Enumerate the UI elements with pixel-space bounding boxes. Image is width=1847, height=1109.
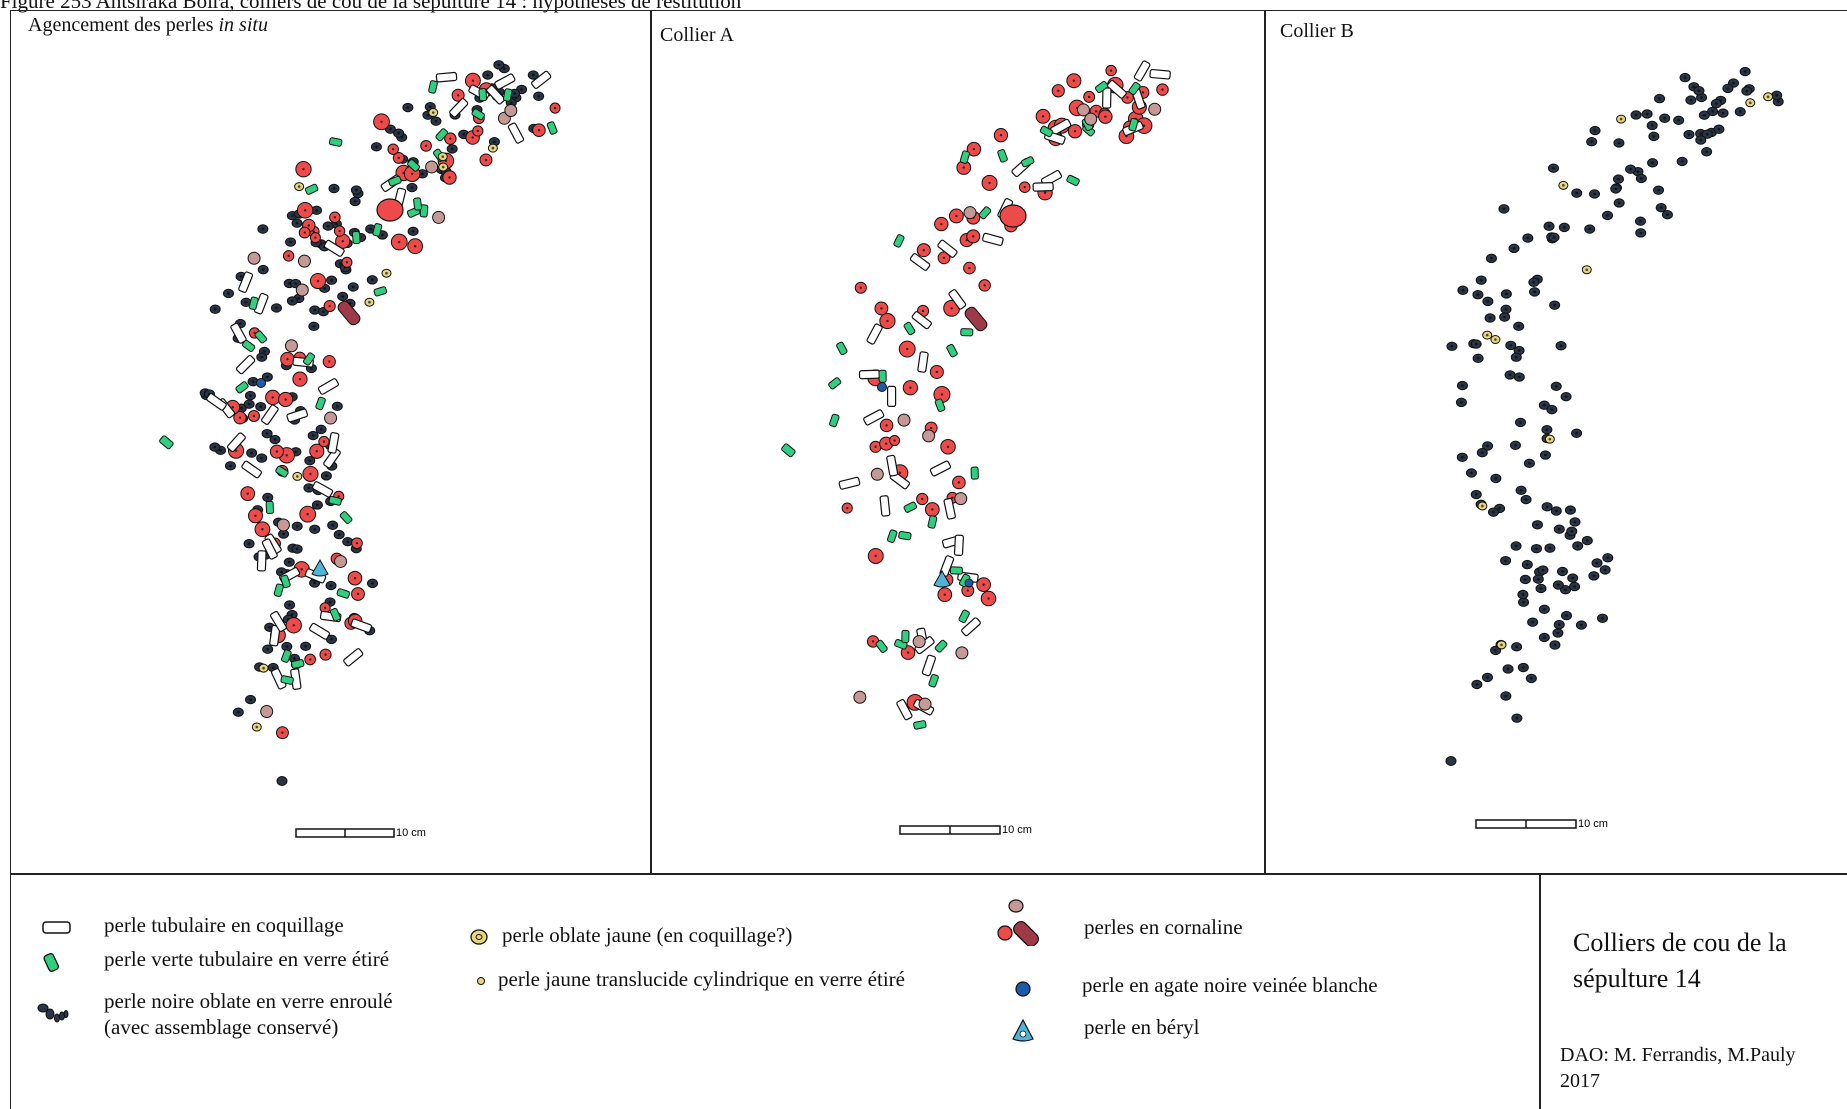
divider-legend-title [1539, 873, 1541, 1109]
panel-in-situ-beads [159, 60, 561, 786]
green-tube-icon [43, 952, 59, 972]
legend-beryl-label: perle en béryl [1084, 1015, 1200, 1039]
svg-text:10 cm: 10 cm [1578, 818, 1608, 830]
figure-caption: Figure 253 Antsiraka Boira, colliers de … [0, 0, 742, 13]
divider-panel-2-3 [1264, 10, 1266, 874]
panel-collier-b-beads [1445, 66, 1784, 766]
scale-bar-3: 10 cm [1475, 818, 1608, 830]
legend-yellow-small-label: perle jaune translucide cylindrique en v… [498, 967, 905, 991]
scale-bar-1: 10 cm [295, 827, 426, 839]
panel-title-collier-a: Collier A [660, 24, 734, 46]
svg-text:10 cm: 10 cm [396, 827, 426, 839]
panel-title-in-situ: Agencement des perles in situ [28, 14, 268, 36]
figure-plate [10, 10, 1847, 1109]
legend-yellow-oblate-label: perle oblate jaune (en coquillage?) [502, 923, 793, 947]
black-oblate-icon [37, 1003, 69, 1023]
yellow-oblate-icon [470, 929, 488, 945]
divider-legend [10, 873, 1847, 875]
scale-bar-2: 10 cm [899, 824, 1032, 836]
yellow-small-icon [477, 977, 485, 985]
panel-collier-a-beads [781, 60, 1171, 730]
legend-green-tube-label: perle verte tubulaire en verre étiré [104, 947, 390, 971]
bead-map: 10 cm 10 cm 10 cm [159, 60, 1784, 839]
legend-cornelian-label: perles en cornaline [1084, 915, 1243, 939]
cornelian-icon [997, 899, 1039, 946]
panel-title-collier-b: Collier B [1280, 20, 1354, 42]
divider-panel-1-2 [650, 10, 652, 874]
legend-title: Colliers de cou de la sépulture 14 [1573, 928, 1787, 993]
legend-white-tube-label: perle tubulaire en coquillage [104, 913, 344, 937]
agate-icon [1015, 981, 1031, 997]
beryl-icon [1012, 1018, 1034, 1042]
svg-text:10 cm: 10 cm [1002, 824, 1032, 836]
white-tube-icon [42, 921, 71, 934]
legend-agate-label: perle en agate noire veinée blanche [1082, 973, 1378, 997]
legend-black-oblate-label: perle noire oblate en verre enroulé(avec… [104, 989, 393, 1039]
